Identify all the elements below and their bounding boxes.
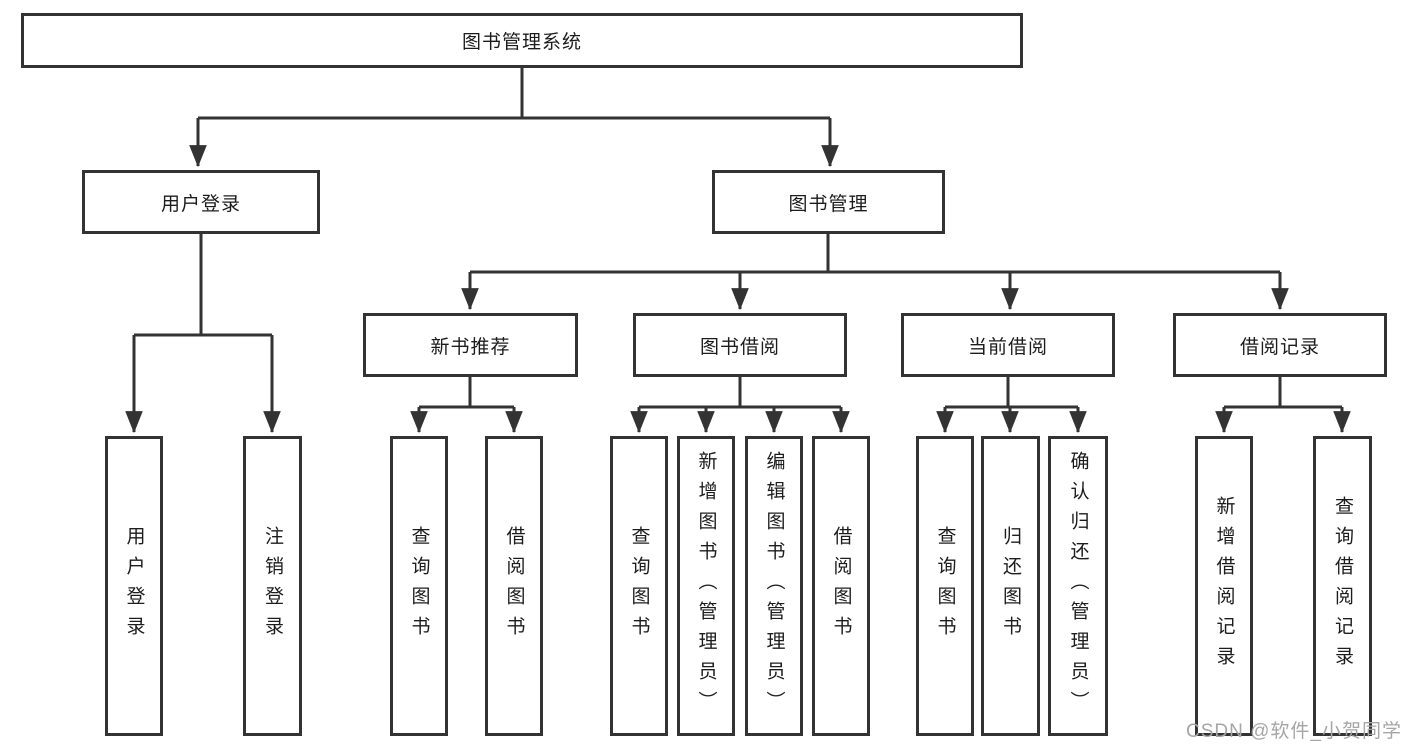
leaf-edit-books-admin-label: 编辑图书（管理员） <box>763 451 785 721</box>
leaf-user-login-label: 用户登录 <box>123 526 145 646</box>
leaf-query-books-recommend-label: 查询图书 <box>408 526 430 646</box>
leaf-query-books-borrow: 查询图书 <box>610 436 668 736</box>
csdn-watermark: CSDN @软件_小贺同学 <box>1186 721 1402 742</box>
leaf-query-books-current: 查询图书 <box>916 436 974 736</box>
leaf-edit-books-admin: 编辑图书（管理员） <box>745 436 803 736</box>
leaf-user-login: 用户登录 <box>105 436 163 736</box>
node-root-label: 图书管理系统 <box>461 32 582 53</box>
node-borrow-records: 借阅记录 <box>1173 313 1387 377</box>
leaf-query-books-borrow-label: 查询图书 <box>628 526 650 646</box>
node-new-book-recommend-label: 新书推荐 <box>430 336 511 358</box>
leaf-logout-label: 注销登录 <box>262 526 283 646</box>
node-new-book-recommend: 新书推荐 <box>363 313 578 377</box>
leaf-confirm-return-admin: 确认归还（管理员） <box>1048 436 1108 736</box>
node-current-borrow: 当前借阅 <box>901 313 1115 377</box>
leaf-confirm-return-admin-label: 确认归还（管理员） <box>1067 451 1089 721</box>
leaf-return-books: 归还图书 <box>981 436 1040 736</box>
leaf-add-borrow-record: 新增借阅记录 <box>1195 436 1253 736</box>
leaf-logout: 注销登录 <box>243 436 302 736</box>
node-book-management-label: 图书管理 <box>788 193 869 215</box>
leaf-borrow-books-recommend: 借阅图书 <box>485 436 543 736</box>
leaf-query-borrow-record: 查询借阅记录 <box>1313 436 1372 736</box>
leaf-borrow-books-label: 借阅图书 <box>830 526 852 646</box>
leaf-borrow-books: 借阅图书 <box>812 436 870 736</box>
node-current-borrow-label: 当前借阅 <box>967 336 1048 358</box>
leaf-add-borrow-record-label: 新增借阅记录 <box>1213 496 1235 676</box>
leaf-add-books-admin: 新增图书（管理员） <box>677 436 735 736</box>
leaf-query-books-current-label: 查询图书 <box>934 526 956 646</box>
leaf-add-books-admin-label: 新增图书（管理员） <box>695 451 717 721</box>
node-root: 图书管理系统 <box>21 13 1023 68</box>
node-user-login-label: 用户登录 <box>160 193 241 215</box>
node-book-borrow: 图书借阅 <box>633 313 847 377</box>
leaf-borrow-books-recommend-label: 借阅图书 <box>503 526 525 646</box>
leaf-query-books-recommend: 查询图书 <box>390 436 448 736</box>
leaf-return-books-label: 归还图书 <box>1000 526 1021 646</box>
leaf-query-borrow-record-label: 查询借阅记录 <box>1332 496 1353 676</box>
node-borrow-records-label: 借阅记录 <box>1239 336 1320 358</box>
node-book-borrow-label: 图书借阅 <box>699 336 780 358</box>
node-user-login: 用户登录 <box>82 170 320 234</box>
node-book-management: 图书管理 <box>712 170 945 234</box>
